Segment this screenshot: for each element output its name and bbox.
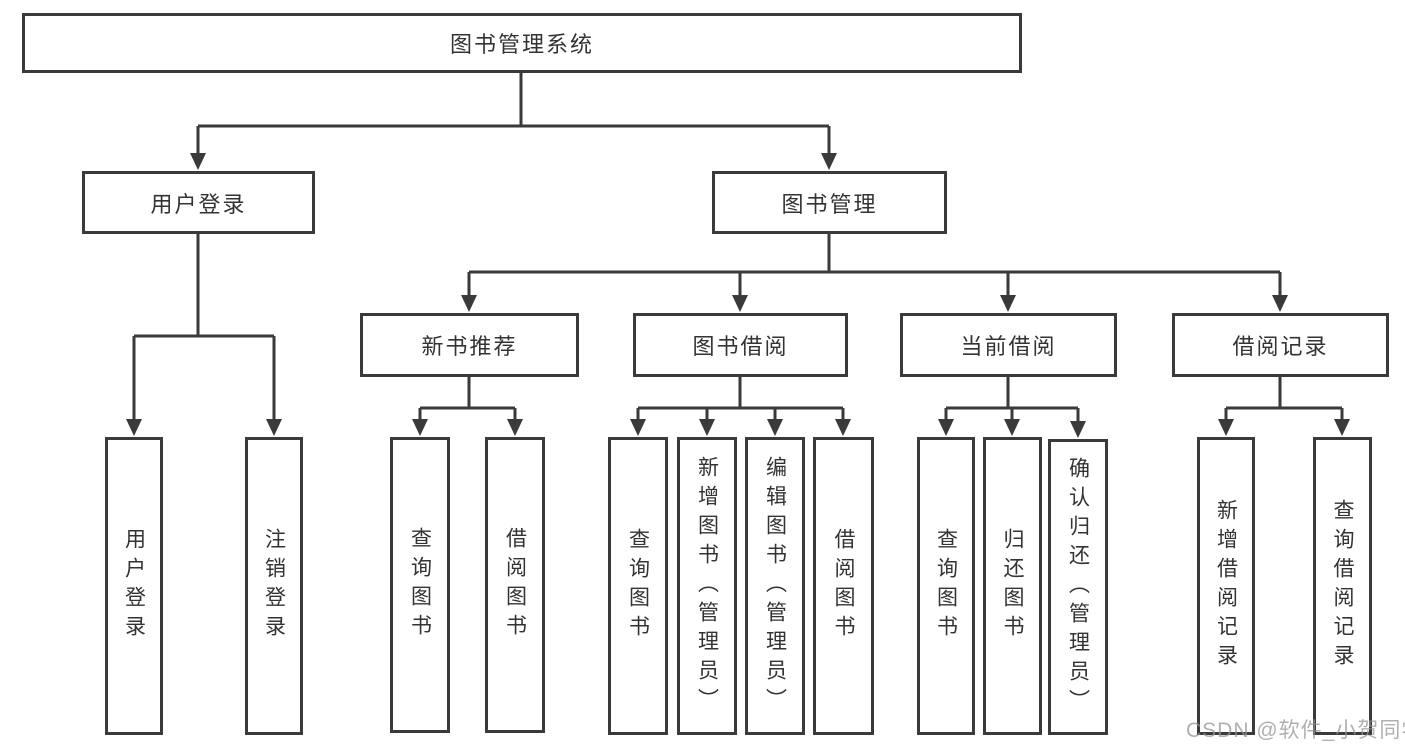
node-label: 查询图书	[934, 528, 958, 644]
node-label: 图书借阅	[692, 334, 789, 359]
node-new-book-recommend: 新书推荐	[360, 313, 579, 377]
node-label: 注销登录	[262, 528, 286, 644]
node-borrow-records: 借阅记录	[1172, 313, 1389, 377]
node-label: 借阅图书	[832, 528, 855, 644]
node-label: 确认归还（管理员）	[1066, 456, 1090, 718]
leaf-recommend-query-books: 查询图书	[390, 437, 450, 733]
leaf-borrow-books: 借阅图书	[813, 437, 874, 735]
node-label: 归还图书	[1001, 528, 1024, 644]
node-current-borrow: 当前借阅	[900, 313, 1117, 377]
leaf-confirm-return-admin: 确认归还（管理员）	[1048, 439, 1108, 735]
node-user-login: 用户登录	[82, 171, 315, 234]
node-label: 当前借阅	[960, 334, 1057, 359]
node-label: 图书管理系统	[449, 32, 594, 57]
node-book-management: 图书管理	[712, 171, 947, 234]
leaf-query-borrow-record: 查询借阅记录	[1313, 437, 1372, 735]
node-label: 查询借阅记录	[1331, 499, 1354, 673]
leaf-add-books-admin: 新增图书（管理员）	[677, 437, 737, 735]
leaf-logout: 注销登录	[245, 437, 303, 735]
leaf-current-query-books: 查询图书	[917, 437, 975, 735]
node-label: 查询图书	[626, 528, 650, 644]
node-label: 借阅记录	[1232, 334, 1329, 359]
leaf-edit-books-admin: 编辑图书（管理员）	[745, 437, 805, 735]
leaf-borrow-query-books: 查询图书	[608, 437, 668, 735]
node-label: 借阅图书	[503, 527, 527, 643]
leaf-add-borrow-record: 新增借阅记录	[1197, 437, 1255, 735]
csdn-watermark: CSDN @软件_小贺同学	[1186, 719, 1405, 742]
node-book-borrow: 图书借阅	[633, 313, 848, 377]
node-label: 新增图书（管理员）	[695, 455, 719, 717]
leaf-return-books: 归还图书	[983, 437, 1042, 735]
node-label: 新增借阅记录	[1214, 499, 1238, 673]
node-label: 用户登录	[150, 191, 247, 217]
node-label: 图书管理	[781, 191, 878, 217]
leaf-recommend-borrow-books: 借阅图书	[485, 437, 545, 733]
node-label: 编辑图书（管理员）	[763, 455, 787, 717]
node-library-system: 图书管理系统	[22, 13, 1022, 73]
node-label: 用户登录	[122, 528, 146, 644]
leaf-user-login: 用户登录	[105, 437, 163, 735]
node-label: 新书推荐	[421, 334, 518, 359]
node-label: 查询图书	[408, 527, 432, 643]
